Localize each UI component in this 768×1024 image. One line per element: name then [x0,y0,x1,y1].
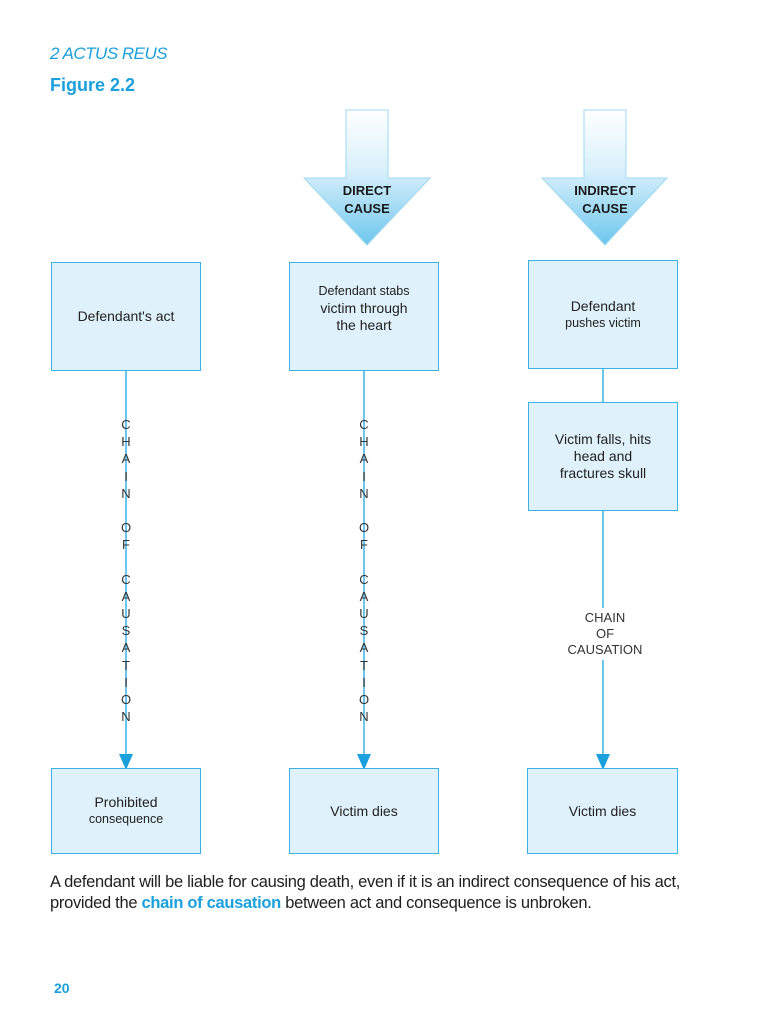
section-header: 2 ACTUS REUS [50,44,168,63]
chain-letter: N [121,485,131,501]
direct-cause-label: DIRECT CAUSE [342,183,392,216]
chain-letter: I [124,468,128,484]
chain-letter: U [121,606,131,622]
chain-letter [116,502,136,519]
chain-letter: U [359,606,369,622]
indirect-consequence-text: Victim dies [568,802,637,819]
caption-text-after: between act and consequence is unbroken. [280,894,592,912]
chain-letter: A [359,640,369,656]
chain-letter: N [359,709,369,725]
chain-letter: C [121,417,131,432]
intermediate-line1: Victim falls, hits [554,431,652,447]
indirect-act-line2: pushes victim [565,315,641,330]
figure-caption: A defendant will be liable for causing d… [50,872,730,914]
chain-letter: I [362,468,366,484]
chain-letter: O [358,692,370,707]
chain-letter: T [360,657,368,673]
chain-letter: N [359,485,369,501]
chain-letter: A [359,451,369,467]
general-act-text: Defendant's act [77,308,175,324]
chain-letter [354,554,374,571]
indirect-chain-label: CHAIN OF CAUSATION [545,608,665,660]
indirect-intermediate-box: Victim falls, hits head and fractures sk… [528,402,678,511]
chain-letter: F [122,537,130,553]
general-consequence-line1: Prohibited [94,794,158,810]
indirect-chain-word1: CHAIN [584,610,626,625]
general-consequence-line2: consequence [88,812,164,826]
chain-letter: S [121,623,131,639]
intermediate-line3: fractures skull [559,465,647,481]
figure-label: Figure 2.2 [50,75,136,95]
caption-highlight: chain of causation [141,894,282,912]
caption-text-before: A defendant will be liable for causing d… [50,873,681,912]
chain-letter: I [124,674,128,690]
arrowhead-general-icon [119,754,133,770]
indirect-cause-label: INDIRECT CAUSE [574,183,636,216]
page-number: 20 [54,980,70,996]
chain-letter: C [359,417,369,432]
chain-letter: H [359,434,369,450]
arrowhead-direct-icon [357,754,371,770]
direct-consequence-text: Victim dies [330,802,398,819]
chain-letter: S [359,623,369,639]
chain-letter [116,554,136,571]
direct-act-line1: Defendant stabs [318,284,410,298]
chain-letter: I [362,674,366,690]
intermediate-line2: head and [573,448,633,464]
indirect-consequence-box: Victim dies [527,768,678,854]
arrowhead-indirect-icon [596,754,610,770]
general-act-box: Defendant's act [51,262,201,371]
chain-letter: N [121,709,131,725]
chain-letter [354,502,374,519]
direct-act-line2: victim through [320,300,408,316]
indirect-chain-word3: CAUSATION [567,642,643,657]
indirect-act-box: Defendant pushes victim [528,260,678,369]
chain-letter: A [121,588,131,604]
chain-letter: A [121,640,131,656]
chain-letter: A [359,588,369,604]
chain-letter: A [121,451,131,467]
general-consequence-box: Prohibited consequence [51,768,201,854]
direct-act-box: Defendant stabs victim through the heart [289,262,439,371]
chain-letter: O [358,520,370,536]
indirect-act-line1: Defendant [570,297,636,314]
direct-act-line3: the heart [336,317,392,333]
indirect-cause-arrow-icon [540,109,669,246]
chain-letter: C [121,571,131,587]
direct-consequence-box: Victim dies [289,768,439,854]
chain-letter: F [360,537,368,553]
chain-letter: O [120,692,132,707]
chain-letter: C [359,571,369,587]
indirect-chain-word2: OF [595,626,615,641]
chain-letter: H [121,434,131,450]
direct-cause-arrow-icon [302,109,432,246]
chain-letter: O [120,520,132,536]
chain-letter: T [122,657,130,673]
